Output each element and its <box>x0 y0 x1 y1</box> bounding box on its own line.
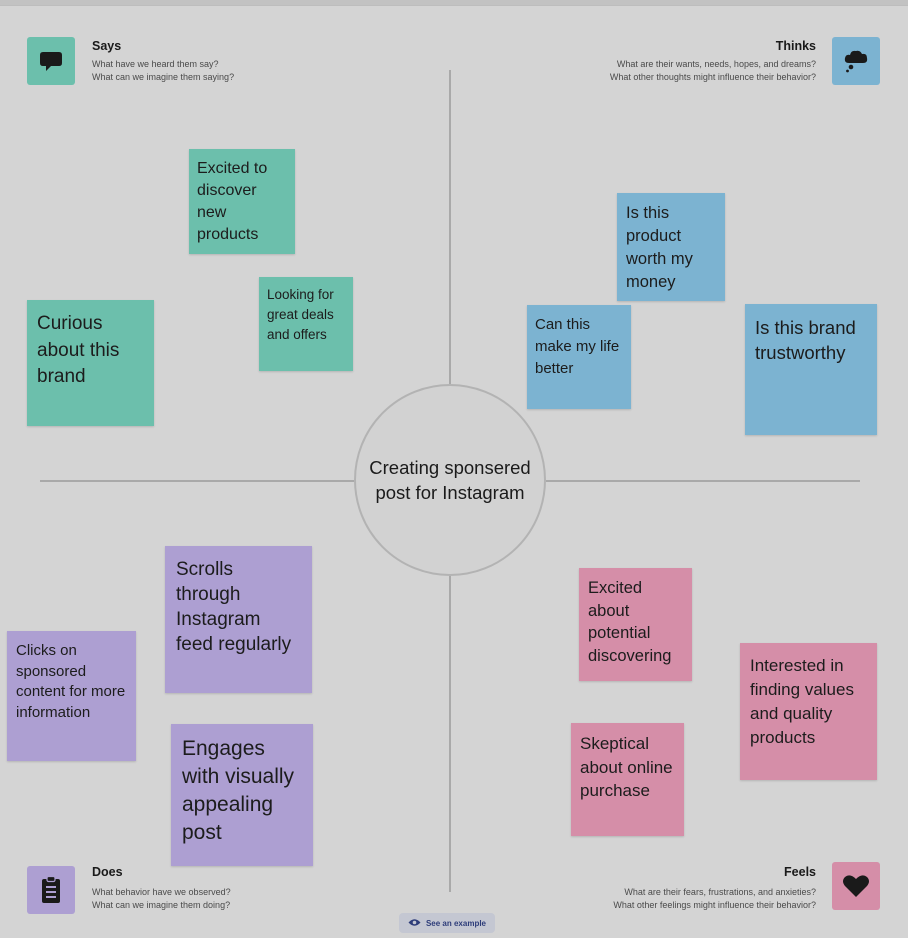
sticky-note-text: Can this make my life better <box>535 316 620 377</box>
sticky-note-text: Excited to discover new products <box>197 160 268 243</box>
sticky-note-does[interactable]: Scrolls through Instagram feed regularly <box>165 546 312 693</box>
does-subtitle: What behavior have we observed? What can… <box>92 887 231 910</box>
sticky-note-feels[interactable]: Excited about potential discovering <box>579 568 692 681</box>
horizontal-axis-right <box>546 480 860 482</box>
feels-title: Feels <box>784 865 816 879</box>
sticky-note-thinks[interactable]: Can this make my life better <box>527 305 631 409</box>
feels-subtitle: What are their fears, frustrations, and … <box>613 887 816 910</box>
center-topic-label: Creating sponsered post for Instagram <box>369 457 531 503</box>
does-title: Does <box>92 865 123 879</box>
top-edge <box>0 0 908 6</box>
horizontal-axis-left <box>40 480 354 482</box>
says-subtitle: What have we heard them say? What can we… <box>92 59 235 82</box>
sticky-note-thinks[interactable]: Is this brand trustworthy <box>745 304 877 435</box>
sticky-note-text: Looking for great deals and offers <box>267 287 334 342</box>
vertical-axis-top <box>449 70 451 384</box>
sticky-note-text: Engages with visually appealing post <box>182 737 295 844</box>
sticky-note-text: Skeptical about online purchase <box>580 734 673 800</box>
speech-bubble-icon <box>27 37 75 85</box>
sticky-note-text: Scrolls through Instagram feed regularly <box>176 559 292 655</box>
thought-cloud-icon <box>832 37 880 85</box>
sticky-note-thinks[interactable]: Is this product worth my money <box>617 193 725 301</box>
vertical-axis-bottom <box>449 576 451 892</box>
clipboard-icon <box>27 866 75 914</box>
sticky-note-feels[interactable]: Interested in finding values and quality… <box>740 643 877 780</box>
sticky-note-text: Clicks on sponsored content for more inf… <box>16 642 126 721</box>
thinks-title: Thinks <box>775 39 816 53</box>
sticky-note-text: Interested in finding values and quality… <box>750 656 854 747</box>
sticky-note-says[interactable]: Excited to discover new products <box>189 149 295 254</box>
center-topic[interactable]: Creating sponsered post for Instagram <box>354 384 546 576</box>
heart-icon <box>832 862 880 910</box>
sticky-note-does[interactable]: Clicks on sponsored content for more inf… <box>7 631 136 761</box>
says-title: Says <box>92 39 122 53</box>
sticky-note-text: Is this product worth my money <box>626 204 693 291</box>
sticky-note-text: Curious about this brand <box>37 313 120 387</box>
sticky-note-text: Is this brand trustworthy <box>755 317 856 363</box>
see-example-label: See an example <box>425 918 487 928</box>
eye-icon <box>408 918 421 929</box>
thinks-subtitle: What are their wants, needs, hopes, and … <box>609 59 816 82</box>
sticky-note-feels[interactable]: Skeptical about online purchase <box>571 723 684 836</box>
sticky-note-says[interactable]: Curious about this brand <box>27 300 154 426</box>
sticky-note-says[interactable]: Looking for great deals and offers <box>259 277 353 371</box>
sticky-note-text: Excited about potential discovering <box>588 579 672 665</box>
sticky-note-does[interactable]: Engages with visually appealing post <box>171 724 313 866</box>
see-example-button[interactable]: See an example <box>399 913 495 933</box>
